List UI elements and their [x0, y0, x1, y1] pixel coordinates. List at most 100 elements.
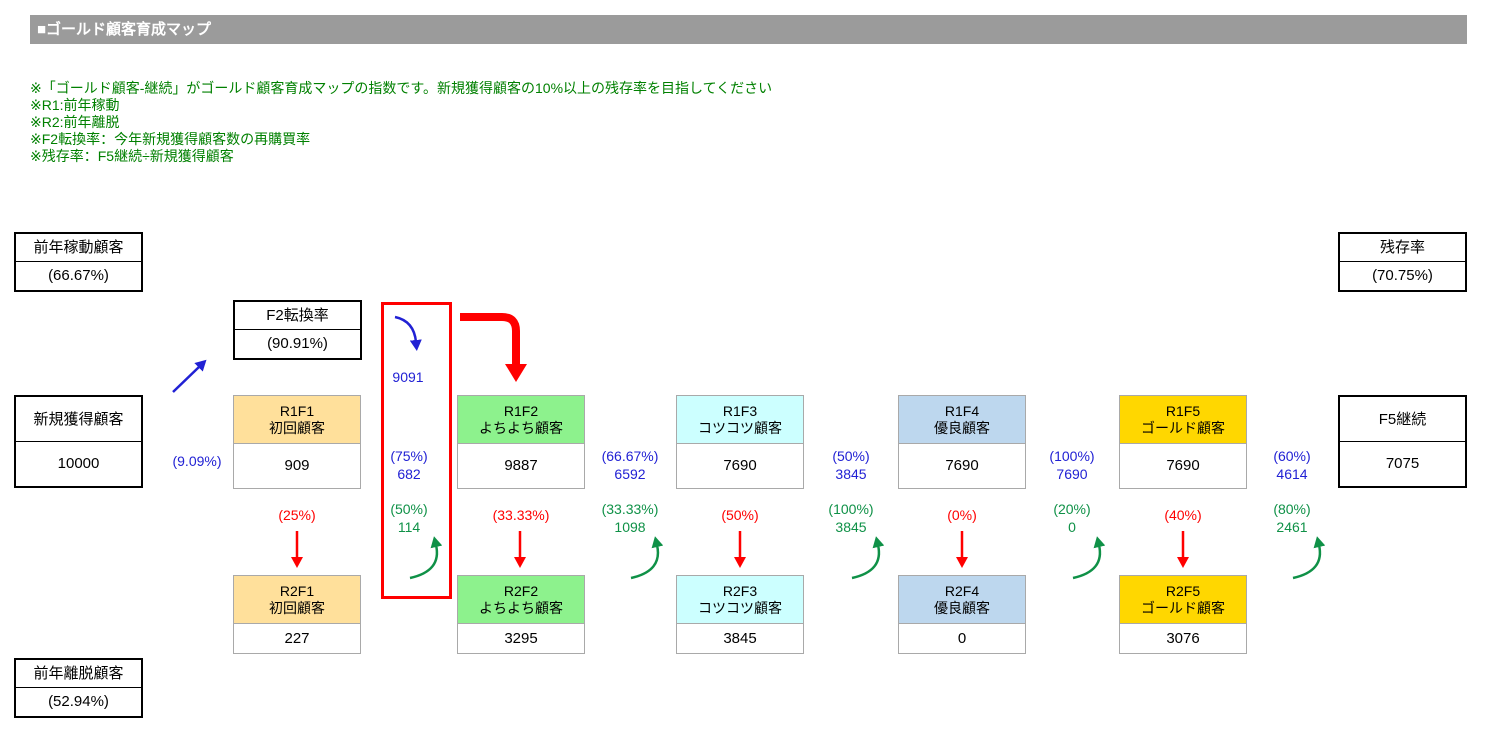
- flow-rate: (100%): [828, 501, 874, 517]
- prev-churn-value: (52.94%): [48, 693, 109, 710]
- f5-continue-box: F5継続 7075: [1338, 395, 1467, 488]
- f5-continue-value: 7075: [1385, 455, 1420, 472]
- flow-upward-f3f4: (100%) 3845: [809, 500, 893, 536]
- f2-conversion-box: F2転換率 (90.91%): [233, 300, 362, 360]
- flow-churn-f2: (33.33%): [479, 506, 563, 524]
- r1f3-box: R1F3 コツコツ顧客 7690: [676, 395, 804, 489]
- flow-value: 4614: [1276, 466, 1308, 482]
- notes-block: ※「ゴールド顧客-継続」がゴールド顧客育成マップの指数です。新規獲得顧客の10%…: [30, 80, 772, 165]
- flow-value: 1098: [614, 519, 646, 535]
- r2f1-value: 227: [234, 624, 360, 653]
- r1f4-name: 優良顧客: [934, 420, 990, 436]
- survival-rate-label: 残存率: [1340, 234, 1465, 262]
- r1f5-value: 7690: [1120, 444, 1246, 488]
- flow-rate: (50%): [832, 448, 870, 464]
- r1f1-value: 909: [234, 444, 360, 488]
- flow-value: 7690: [1056, 466, 1088, 482]
- flow-upward-f5cont: (80%) 2461: [1250, 500, 1334, 536]
- flow-rate: (33.33%): [601, 501, 659, 517]
- flow-value: 682: [397, 466, 421, 482]
- return-arrow-f5cont: [1292, 536, 1326, 580]
- note-line: ※R1:前年稼動: [30, 97, 120, 113]
- flow-upward-f1f2: (50%) 114: [367, 500, 451, 536]
- r1f5-name: ゴールド顧客: [1141, 420, 1225, 436]
- r2f4-name: 優良顧客: [934, 600, 990, 616]
- flow-value: 3845: [835, 466, 867, 482]
- f5-continue-label: F5継続: [1340, 397, 1465, 442]
- r2f4-box: R2F4 優良顧客 0: [898, 575, 1026, 654]
- r2f2-box: R2F2 よちよち顧客 3295: [457, 575, 585, 654]
- flow-rate: (9.09%): [172, 453, 222, 469]
- flow-value: 6592: [614, 466, 646, 482]
- prev-active-label: 前年稼動顧客: [16, 234, 141, 262]
- flow-forward-f2f3: (66.67%) 6592: [588, 447, 672, 483]
- r2f5-header: R2F5 ゴールド顧客: [1120, 576, 1246, 624]
- flow-forward-f5cont: (60%) 4614: [1250, 447, 1334, 483]
- r2f5-value: 3076: [1120, 624, 1246, 653]
- flow-value: 0: [1068, 519, 1076, 535]
- note-line: ※「ゴールド顧客-継続」がゴールド顧客育成マップの指数です。新規獲得顧客の10%…: [30, 80, 773, 96]
- r2f1-name: 初回顧客: [269, 600, 325, 616]
- r2f2-value: 3295: [458, 624, 584, 653]
- flow-value: 2461: [1276, 519, 1308, 535]
- f2-conversion-value: (90.91%): [267, 335, 328, 352]
- r1f1-name: 初回顧客: [269, 420, 325, 436]
- r1f2-name: よちよち顧客: [479, 420, 563, 436]
- f2-conversion-label: F2転換率: [235, 302, 360, 330]
- flow-rate: (50%): [721, 507, 759, 523]
- flow-f2-inflow: 9091: [366, 368, 450, 386]
- flow-rate: (20%): [1053, 501, 1091, 517]
- r1f1-header: R1F1 初回顧客: [234, 396, 360, 444]
- r1f4-code: R1F4: [944, 403, 980, 419]
- flow-rate: (25%): [278, 507, 316, 523]
- flow-rate: (50%): [390, 501, 428, 517]
- flow-rate: (40%): [1164, 507, 1202, 523]
- r2f1-header: R2F1 初回顧客: [234, 576, 360, 624]
- r1f5-code: R1F5: [1165, 403, 1201, 419]
- r1f3-value: 7690: [677, 444, 803, 488]
- new-acquired-label: 新規獲得顧客: [16, 397, 141, 442]
- highlight-rect: [381, 302, 452, 599]
- flow-churn-f3: (50%): [698, 506, 782, 524]
- prev-active-box: 前年稼動顧客 (66.67%): [14, 232, 143, 292]
- return-arrow-f3f4: [851, 536, 885, 580]
- r2f3-header: R2F3 コツコツ顧客: [677, 576, 803, 624]
- r1f4-value: 7690: [899, 444, 1025, 488]
- r1f4-header: R1F4 優良顧客: [899, 396, 1025, 444]
- r2f1-code: R2F1: [279, 583, 315, 599]
- flow-rate: (33.33%): [492, 507, 550, 523]
- note-line: ※F2転換率：今年新規獲得顧客数の再購買率: [30, 131, 311, 147]
- highlight-elbow-arrow: [460, 313, 527, 382]
- prev-active-value: (66.67%): [48, 267, 109, 284]
- r2f4-value: 0: [899, 624, 1025, 653]
- flow-forward-f1f2: (75%) 682: [367, 447, 451, 483]
- r1f5-header: R1F5 ゴールド顧客: [1120, 396, 1246, 444]
- return-arrow-f4f5: [1072, 536, 1106, 580]
- flow-rate: (66.67%): [601, 448, 659, 464]
- r2f5-box: R2F5 ゴールド顧客 3076: [1119, 575, 1247, 654]
- flow-churn-f4: (0%): [920, 506, 1004, 524]
- r2f3-box: R2F3 コツコツ顧客 3845: [676, 575, 804, 654]
- new-acquired-box: 新規獲得顧客 10000: [14, 395, 143, 488]
- r1f2-value: 9887: [458, 444, 584, 488]
- r2f1-box: R2F1 初回顧客 227: [233, 575, 361, 654]
- r1f5-box: R1F5 ゴールド顧客 7690: [1119, 395, 1247, 489]
- r1f1-box: R1F1 初回顧客 909: [233, 395, 361, 489]
- survival-rate-value: (70.75%): [1372, 267, 1433, 284]
- r2f4-header: R2F4 優良顧客: [899, 576, 1025, 624]
- r2f3-code: R2F3: [722, 583, 758, 599]
- prev-churn-label: 前年離脱顧客: [16, 660, 141, 688]
- flow-rate: (80%): [1273, 501, 1311, 517]
- new-acquired-value: 10000: [57, 455, 100, 472]
- flow-upward-f4f5: (20%) 0: [1030, 500, 1114, 536]
- r1f3-name: コツコツ顧客: [698, 420, 782, 436]
- r2f2-header: R2F2 よちよち顧客: [458, 576, 584, 624]
- note-line: ※R2:前年離脱: [30, 114, 120, 130]
- flow-rate: (0%): [947, 507, 977, 523]
- flow-forward-f3f4: (50%) 3845: [809, 447, 893, 483]
- flow-upward-f2f3: (33.33%) 1098: [588, 500, 672, 536]
- flow-rate: (100%): [1049, 448, 1095, 464]
- page-title: ■ゴールド顧客育成マップ: [30, 15, 1467, 44]
- r2f2-code: R2F2: [503, 583, 539, 599]
- flow-rate: (75%): [390, 448, 428, 464]
